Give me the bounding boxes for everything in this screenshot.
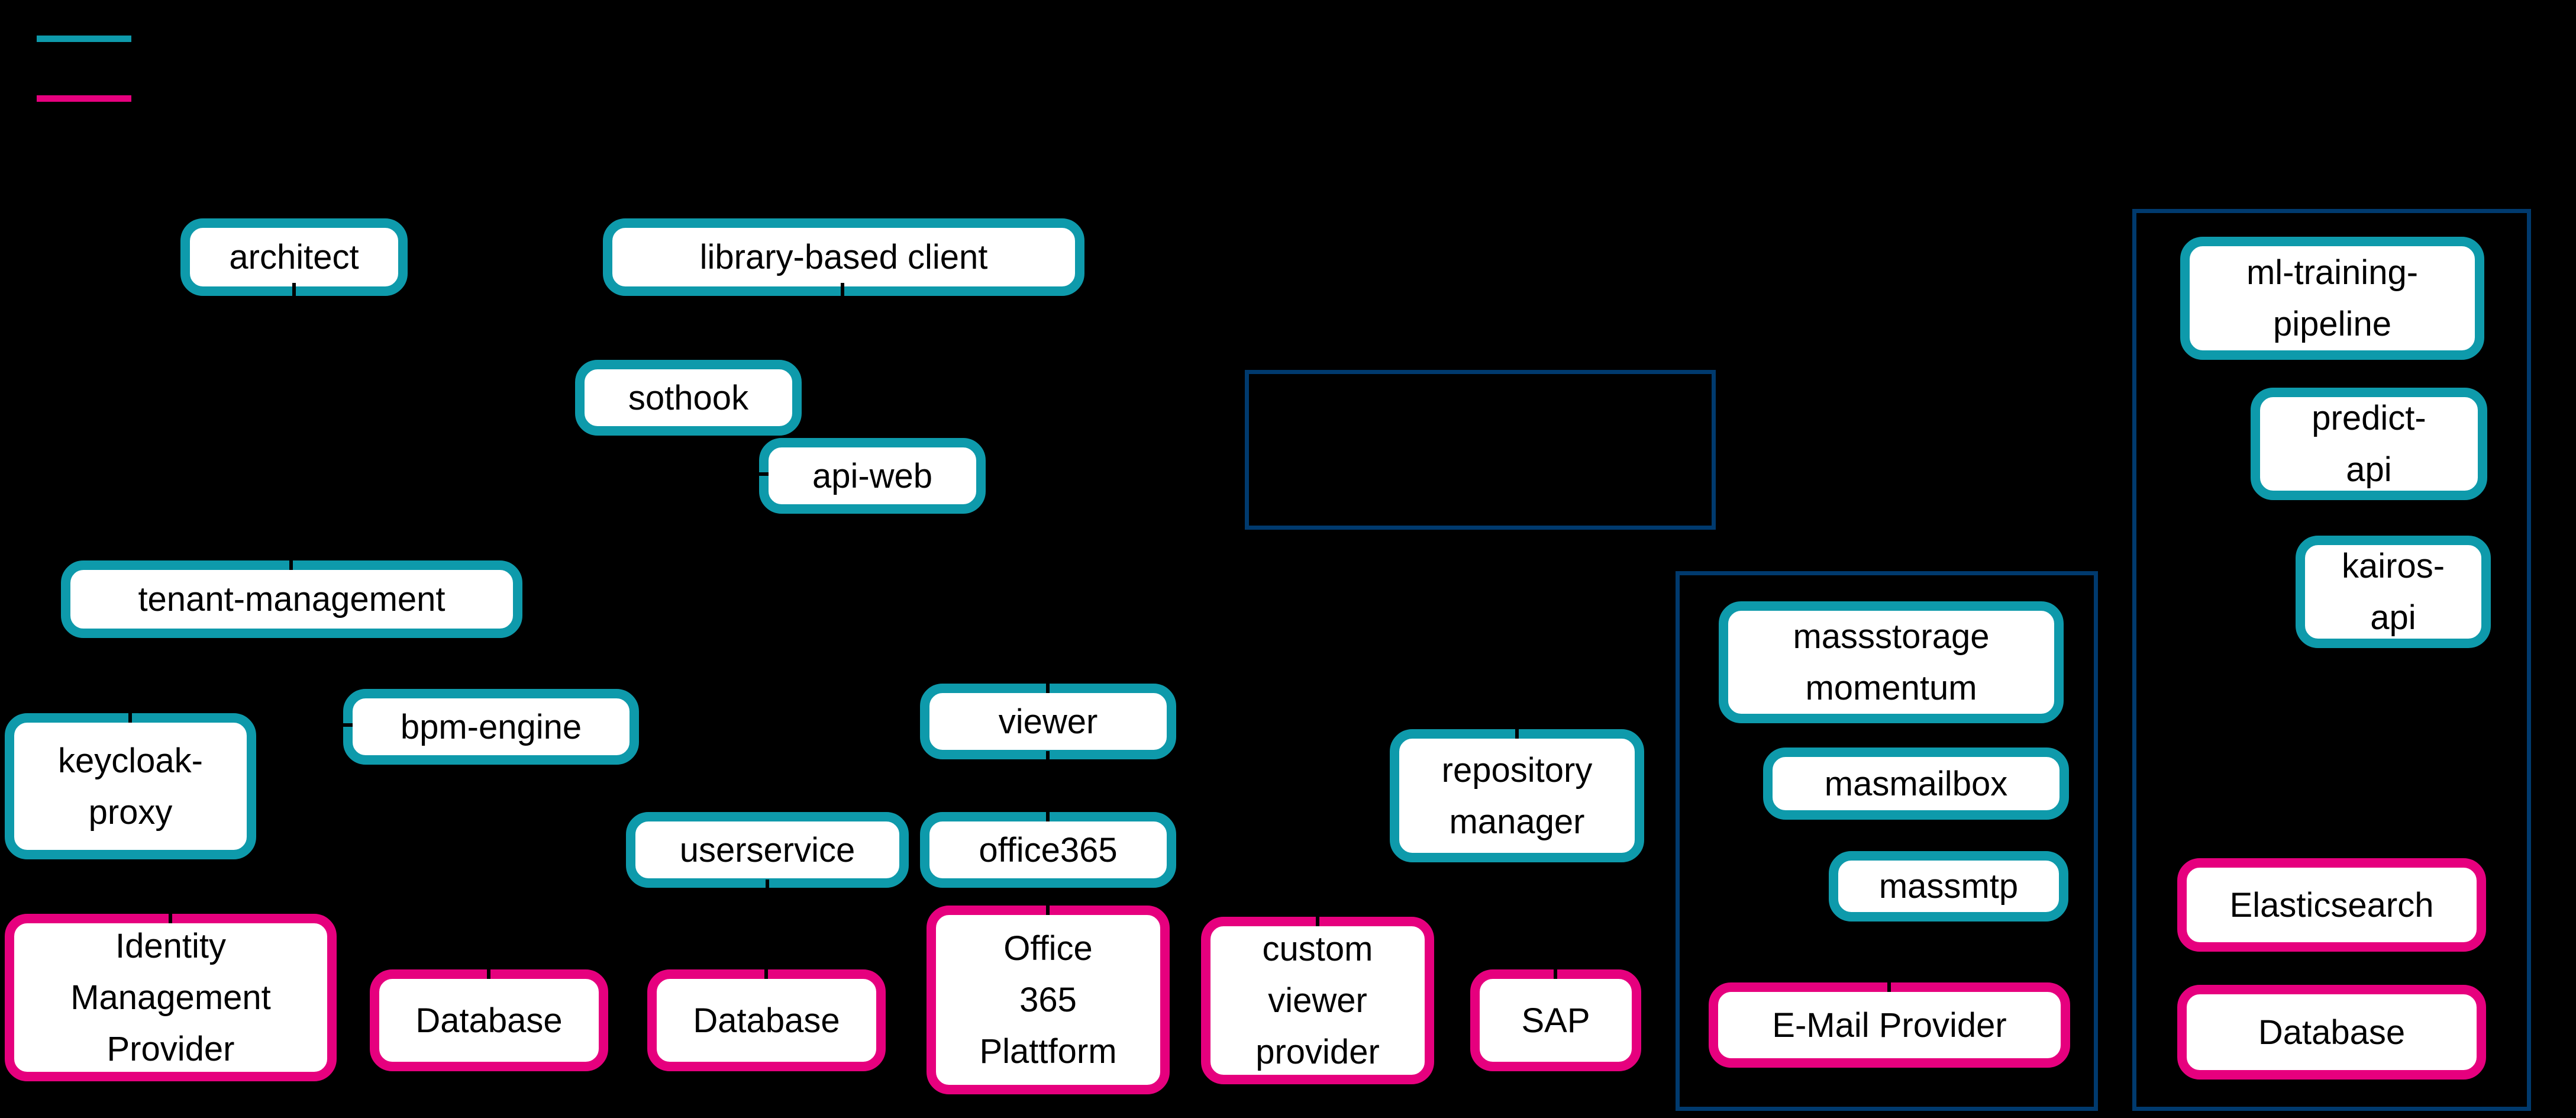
stub-keycloak-proxy-top xyxy=(128,705,132,723)
stub-architect-bottom xyxy=(292,283,296,301)
stub-viewer-top xyxy=(1046,675,1050,693)
service-box-userservice: userservice xyxy=(626,812,909,888)
stub-office365-top xyxy=(1046,804,1050,821)
stub-database-2-top xyxy=(764,961,768,979)
stub-sap-top xyxy=(1554,961,1557,979)
stub-userservice-bottom xyxy=(766,879,769,897)
stub-repository-manager-top xyxy=(1515,721,1519,739)
stub-custom-viewer-top xyxy=(1316,908,1319,926)
stub-identity-top xyxy=(169,906,172,923)
stub-tenant-management-top xyxy=(289,552,293,570)
service-box-keycloak-proxy: keycloak- proxy xyxy=(5,713,256,859)
external-box-elasticsearch: Elasticsearch xyxy=(2177,858,2486,952)
service-box-masmailbox: masmailbox xyxy=(1763,748,2069,820)
external-box-database-1: Database xyxy=(370,969,608,1071)
stub-database-1-top xyxy=(487,961,490,979)
service-box-ml-training-pipeline: ml-training- pipeline xyxy=(2180,237,2484,360)
service-box-bpm-engine: bpm-engine xyxy=(343,689,639,765)
stub-library-client-bottom xyxy=(841,283,844,301)
frame-center xyxy=(1245,370,1716,530)
stub-e-mail-provider-top xyxy=(1887,974,1891,992)
service-box-repository-manager: repository manager xyxy=(1390,729,1644,862)
service-box-tenant-management: tenant-management xyxy=(61,560,522,638)
legend-line-external xyxy=(37,95,131,102)
stub-api-web-left xyxy=(751,472,769,476)
external-box-identity-management-provider: Identity Management Provider xyxy=(5,914,337,1081)
stub-bpm-engine-left xyxy=(335,723,353,727)
legend-line-service xyxy=(37,36,131,42)
service-box-massmtp: massmtp xyxy=(1829,851,2068,922)
service-box-office365: office365 xyxy=(920,812,1176,888)
service-box-viewer: viewer xyxy=(920,684,1176,759)
frame-ml-group xyxy=(2132,209,2531,1111)
stub-office-365-plattform-top xyxy=(1046,897,1050,915)
service-box-sothook: sothook xyxy=(575,360,802,436)
service-box-kairos-api: kairos- api xyxy=(2296,536,2491,648)
service-box-predict-api: predict- api xyxy=(2251,388,2487,500)
external-box-e-mail-provider: E-Mail Provider xyxy=(1709,982,2070,1068)
external-box-office-365-plattform: Office 365 Plattform xyxy=(927,906,1170,1094)
frame-mass-group xyxy=(1676,571,2098,1111)
external-box-database-2: Database xyxy=(647,969,886,1071)
stub-viewer-bottom xyxy=(1046,751,1050,769)
service-box-api-web: api-web xyxy=(759,438,986,514)
external-box-sap: SAP xyxy=(1470,969,1641,1071)
external-box-database-3: Database xyxy=(2177,985,2486,1080)
external-box-custom-viewer-provider: custom viewer provider xyxy=(1201,917,1434,1084)
service-box-massstorage-momentum: massstorage momentum xyxy=(1719,601,2064,723)
